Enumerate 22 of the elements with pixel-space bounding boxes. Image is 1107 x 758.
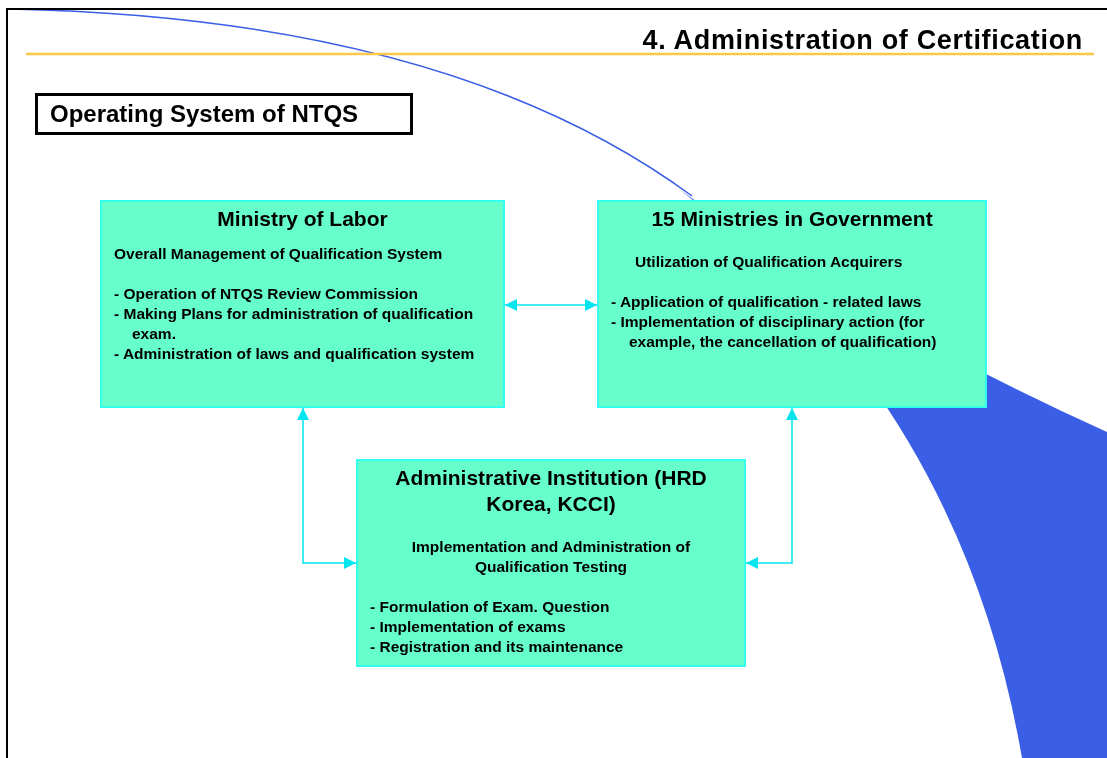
bullet-item: - Making Plans for administration of qualification exam. bbox=[114, 304, 475, 344]
slide-title: 4. Administration of Certification bbox=[642, 24, 1083, 56]
organization-box bbox=[597, 200, 987, 408]
section-label-box: Operating System of NTQS bbox=[35, 93, 413, 135]
bullet-item: - Implementation of exams bbox=[370, 617, 567, 637]
bullet-item: - Administration of laws and qualification system bbox=[114, 344, 476, 364]
box-heading: 15 Ministries in Government bbox=[650, 206, 934, 232]
box-subheading: Implementation and Administration of Qualification Testing bbox=[410, 537, 692, 577]
organization-box bbox=[100, 200, 505, 408]
bullet-item: - Application of qualification - related laws bbox=[611, 292, 923, 312]
box-subheading: Overall Management of Qualification System bbox=[114, 244, 444, 264]
box-heading: Ministry of Labor bbox=[216, 206, 389, 232]
bullet-item: - Formulation of Exam. Question bbox=[370, 597, 611, 617]
bullet-item: - Implementation of disciplinary action (for example, the cancellation of qualification) bbox=[611, 312, 938, 352]
double-arrow bbox=[504, 299, 598, 311]
bullet-item: - Operation of NTQS Review Commission bbox=[114, 284, 419, 304]
double-arrow bbox=[745, 407, 798, 569]
box-subheading: Utilization of Qualification Acquirers bbox=[634, 252, 904, 272]
box-heading: Administrative Institution (HRD Korea, KCCI) bbox=[394, 465, 708, 517]
double-arrow bbox=[297, 407, 357, 569]
organization-box bbox=[356, 459, 746, 667]
bullet-item: - Registration and its maintenance bbox=[370, 637, 625, 657]
